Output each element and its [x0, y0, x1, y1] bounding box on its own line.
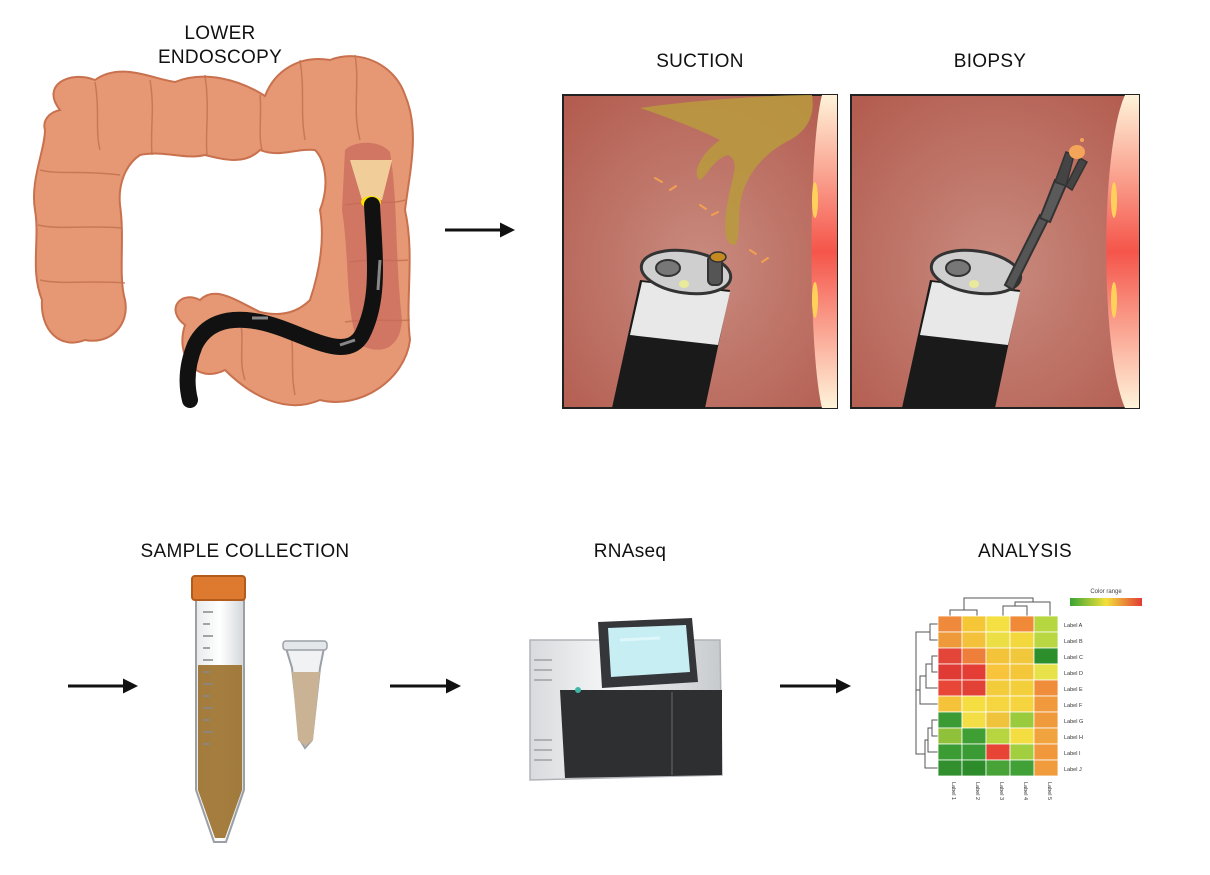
heatmap-cell	[985, 663, 1011, 681]
heatmap-cell	[985, 695, 1011, 713]
sample-tubes	[191, 575, 328, 843]
colon-illustration	[33, 54, 414, 408]
heatmap-cell	[937, 727, 963, 745]
heatmap-cell	[1009, 647, 1035, 665]
heatmap-cell	[985, 647, 1011, 665]
heatmap-row-labels: Label A Label B Label C Label D Label E Label…	[1064, 623, 1083, 773]
heatmap-cell	[1009, 727, 1035, 745]
lower-endoscopy-label: LOWER ENDOSCOPY	[150, 22, 290, 70]
heatmap-row-label: Label F	[1064, 703, 1083, 709]
heatmap-cell	[937, 743, 963, 761]
heatmap-cell	[961, 727, 987, 745]
heatmap-cell	[1033, 647, 1059, 665]
heatmap-cell	[1009, 695, 1035, 713]
heatmap-row-label: Label I	[1064, 751, 1081, 757]
heatmap-cells	[937, 615, 1059, 777]
heatmap-row-label: Label H	[1064, 735, 1083, 741]
heatmap-cell	[961, 711, 987, 729]
heatmap-row-label: Label E	[1064, 687, 1083, 693]
heatmap-row-label: Label G	[1064, 719, 1083, 725]
heatmap-column-label: Label 3	[998, 782, 1004, 800]
heatmap-cell	[937, 615, 963, 633]
heatmap-row-label: Label J	[1064, 767, 1082, 773]
heatmap-cell	[1009, 679, 1035, 697]
heatmap-cell	[1033, 743, 1059, 761]
heatmap-cell	[1033, 663, 1059, 681]
heatmap-row-label: Label B	[1064, 639, 1083, 645]
heatmap-cell	[961, 695, 987, 713]
heatmap-cell	[1009, 743, 1035, 761]
heatmap-cell	[1009, 759, 1035, 777]
rnaseq-label: RNAseq	[593, 541, 667, 562]
heatmap-cell	[937, 711, 963, 729]
heatmap-cell	[1033, 679, 1059, 697]
heatmap-cell	[1033, 727, 1059, 745]
heatmap-cell	[1033, 631, 1059, 649]
heatmap-cell	[937, 631, 963, 649]
color-scale-bar	[1070, 598, 1142, 606]
heatmap-cell	[961, 631, 987, 649]
biopsy-panel	[850, 94, 1140, 409]
heatmap-cell	[1033, 711, 1059, 729]
heatmap-row-label: Label D	[1064, 671, 1083, 677]
lower-endoscopy-label-line1: LOWER	[184, 23, 256, 44]
heatmap-column-label: Label 1	[950, 782, 956, 800]
heatmap-cell	[985, 727, 1011, 745]
heatmap-cell	[1009, 711, 1035, 729]
heatmap-cell	[1033, 759, 1059, 777]
heatmap-cell	[961, 615, 987, 633]
heatmap-cell	[1033, 615, 1059, 633]
heatmap-column-labels: Label 1 Label 2 Label 3 Label 4 Label 5	[950, 782, 1052, 800]
lower-endoscopy-label-line2: ENDOSCOPY	[157, 47, 283, 68]
heatmap-cell	[985, 679, 1011, 697]
heatmap-cell	[961, 679, 987, 697]
heatmap-cell	[961, 759, 987, 777]
heatmap-cell	[937, 647, 963, 665]
suction-label: SUCTION	[656, 51, 744, 72]
heatmap-cell	[985, 743, 1011, 761]
color-range-label: Color range	[1090, 589, 1122, 595]
heatmap-cell	[937, 679, 963, 697]
heatmap-column-label: Label 4	[1022, 782, 1028, 800]
heatmap-cell	[961, 663, 987, 681]
heatmap-row-label: Label A	[1064, 623, 1083, 629]
heatmap-cell	[1009, 631, 1035, 649]
heatmap-cell	[1009, 663, 1035, 681]
biopsy-label: BIOPSY	[953, 51, 1027, 72]
heatmap-cell	[961, 743, 987, 761]
heatmap-column-label: Label 2	[974, 782, 980, 800]
heatmap-cell	[985, 631, 1011, 649]
heatmap-cell	[937, 695, 963, 713]
heatmap-cell	[1033, 695, 1059, 713]
suction-panel	[562, 94, 838, 409]
heatmap-cell	[985, 759, 1011, 777]
heatmap-cell	[937, 663, 963, 681]
heatmap-cell	[1009, 615, 1035, 633]
sequencer-machine	[529, 618, 723, 781]
heatmap-cell	[961, 647, 987, 665]
heatmap-cell	[985, 711, 1011, 729]
heatmap-row-label: Label C	[1064, 655, 1083, 661]
sample-collection-label: SAMPLE COLLECTION	[140, 541, 350, 562]
heatmap-column-label: Label 5	[1046, 782, 1052, 800]
heatmap-cell	[985, 615, 1011, 633]
analysis-label: ANALYSIS	[978, 541, 1072, 562]
heatmap-cell	[937, 759, 963, 777]
